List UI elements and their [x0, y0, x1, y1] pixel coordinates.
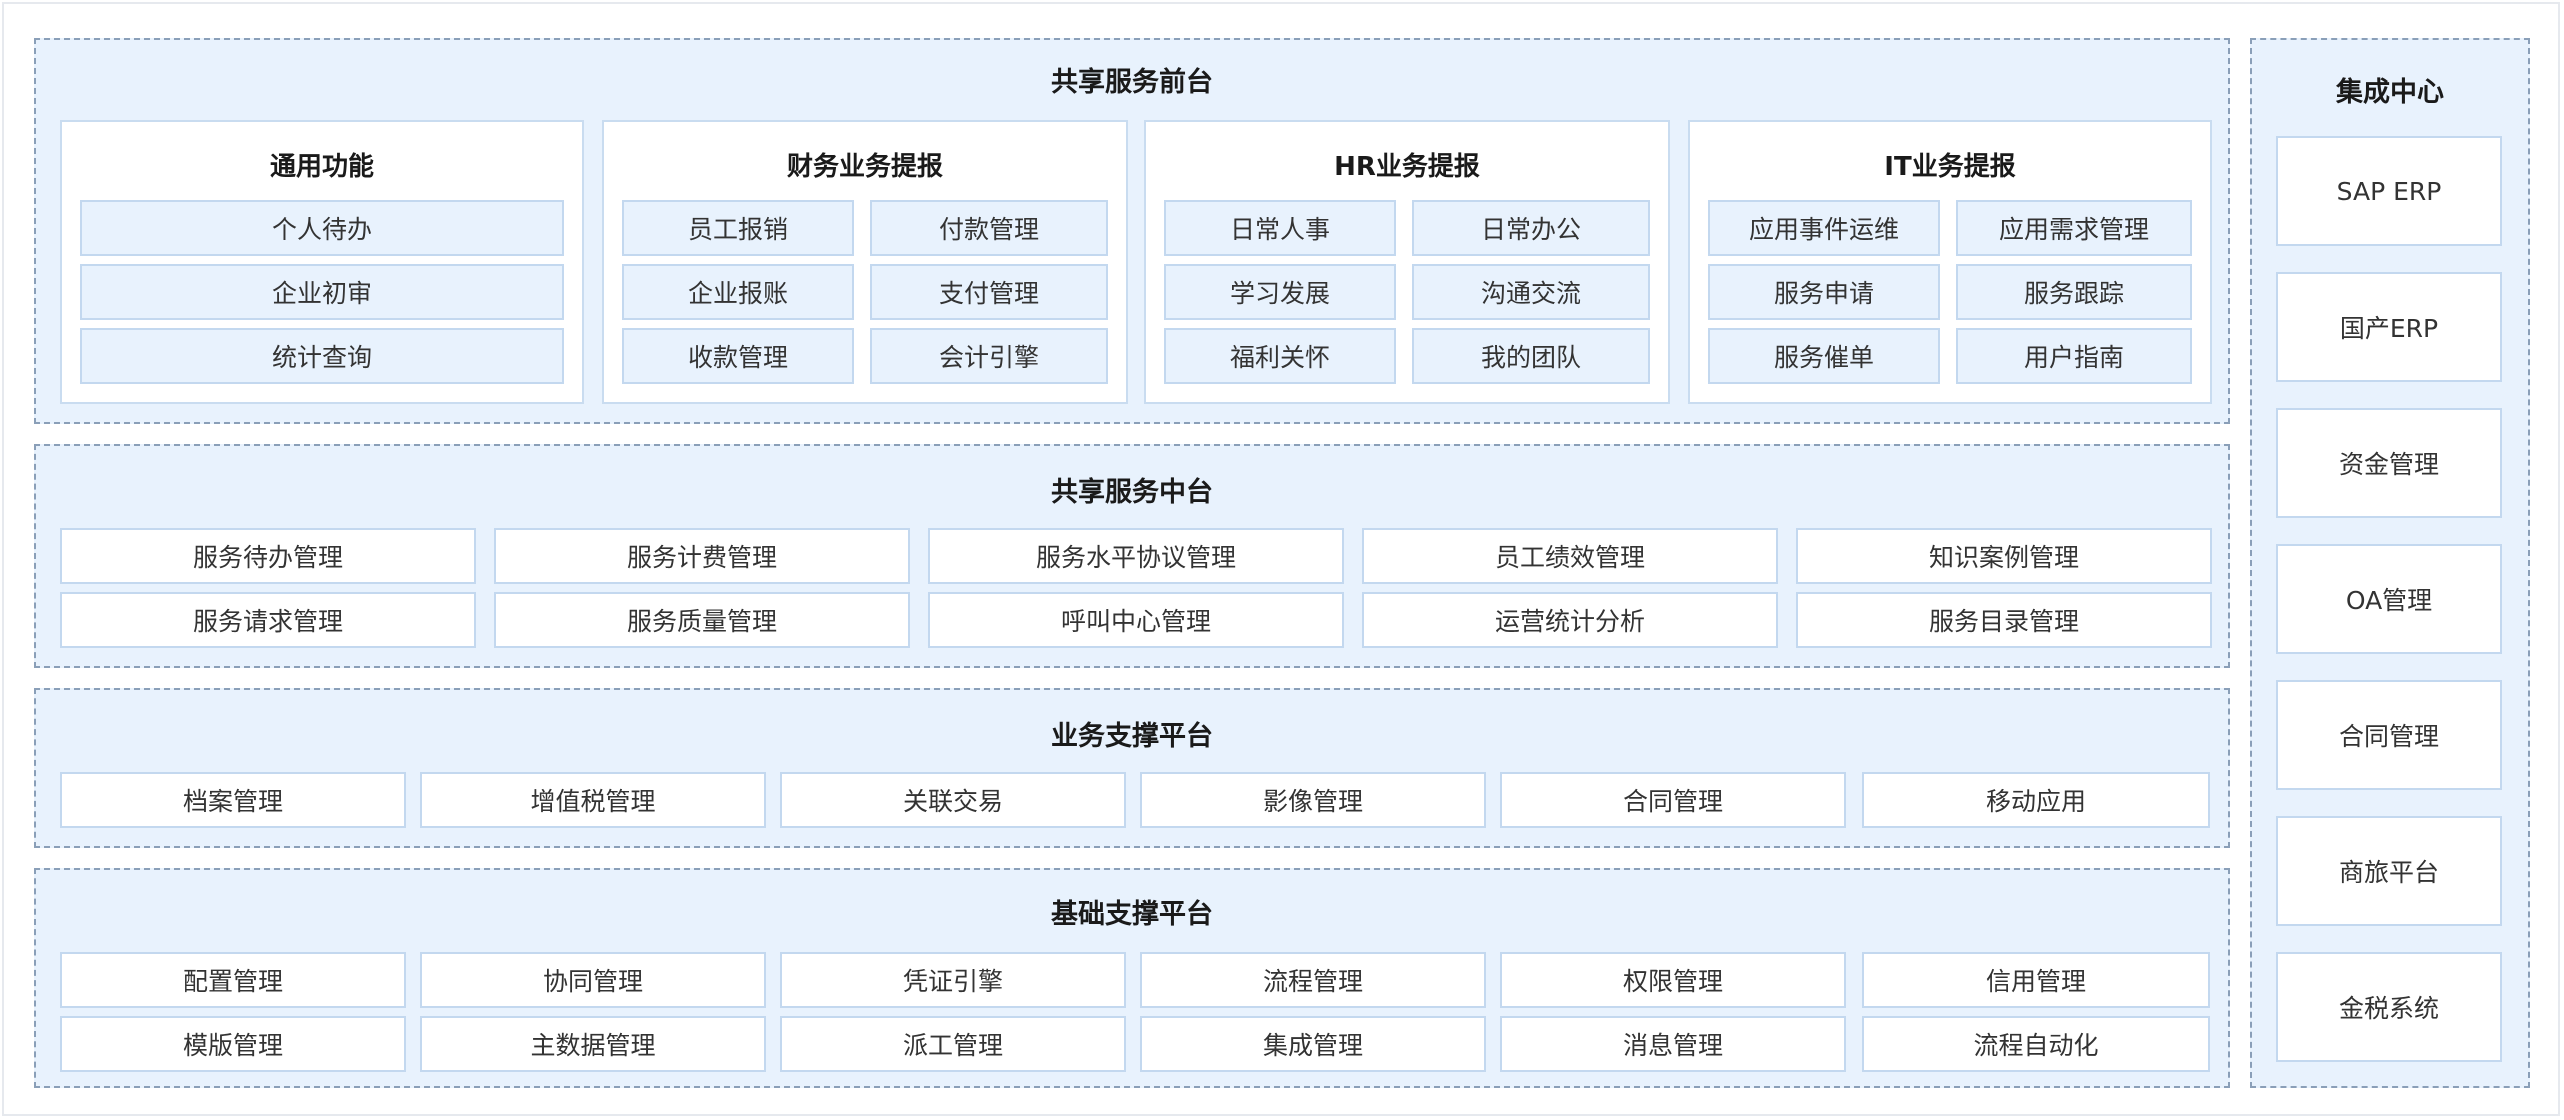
module-item[interactable]: 影像管理 [1140, 772, 1486, 828]
hr-submission-card: HR业务提报 日常人事 日常办公 学习发展 沟通交流 福利关怀 我的团队 [1144, 120, 1670, 404]
module-item[interactable]: 应用事件运维 [1708, 200, 1940, 256]
module-item[interactable]: 员工绩效管理 [1362, 528, 1778, 584]
module-item[interactable]: 学习发展 [1164, 264, 1396, 320]
integration-item[interactable]: 合同管理 [2276, 680, 2502, 790]
module-item[interactable]: 沟通交流 [1412, 264, 1650, 320]
module-item[interactable]: 用户指南 [1956, 328, 2192, 384]
module-item[interactable]: 付款管理 [870, 200, 1108, 256]
integration-item[interactable]: 商旅平台 [2276, 816, 2502, 926]
module-item[interactable]: 收款管理 [622, 328, 854, 384]
module-item[interactable]: 福利关怀 [1164, 328, 1396, 384]
module-item[interactable]: 服务催单 [1708, 328, 1940, 384]
module-item[interactable]: 统计查询 [80, 328, 564, 384]
module-item[interactable]: 信用管理 [1862, 952, 2210, 1008]
module-item[interactable]: 企业初审 [80, 264, 564, 320]
module-item[interactable]: 我的团队 [1412, 328, 1650, 384]
module-item[interactable]: 增值税管理 [420, 772, 766, 828]
module-item[interactable]: 应用需求管理 [1956, 200, 2192, 256]
base-support-title: 基础支撑平台 [1051, 899, 1213, 930]
module-item[interactable]: 会计引擎 [870, 328, 1108, 384]
module-item[interactable]: 凭证引擎 [780, 952, 1126, 1008]
general-functions-title: 通用功能 [269, 152, 374, 182]
module-item[interactable]: 协同管理 [420, 952, 766, 1008]
module-item[interactable]: 服务水平协议管理 [928, 528, 1344, 584]
module-item[interactable]: 支付管理 [870, 264, 1108, 320]
general-functions-card: 通用功能 个人待办 企业初审 统计查询 [60, 120, 584, 404]
module-item[interactable]: 服务计费管理 [494, 528, 910, 584]
business-support-panel: 业务支撑平台 档案管理 增值税管理 关联交易 影像管理 合同管理 移动应用 [34, 688, 2230, 848]
module-item[interactable]: 服务申请 [1708, 264, 1940, 320]
module-item[interactable]: 服务请求管理 [60, 592, 476, 648]
front-office-title: 共享服务前台 [1051, 67, 1213, 98]
module-item[interactable]: 日常办公 [1412, 200, 1650, 256]
module-item[interactable]: 流程自动化 [1862, 1016, 2210, 1072]
module-item[interactable]: 派工管理 [780, 1016, 1126, 1072]
module-item[interactable]: 消息管理 [1500, 1016, 1846, 1072]
it-submission-title: IT业务提报 [1884, 152, 2016, 182]
module-item[interactable]: 合同管理 [1500, 772, 1846, 828]
module-item[interactable]: 服务待办管理 [60, 528, 476, 584]
integration-item[interactable]: OA管理 [2276, 544, 2502, 654]
middle-office-panel: 共享服务中台 服务待办管理 服务计费管理 服务水平协议管理 员工绩效管理 知识案… [34, 444, 2230, 668]
finance-submission-card: 财务业务提报 员工报销 付款管理 企业报账 支付管理 收款管理 会计引擎 [602, 120, 1128, 404]
module-item[interactable]: 移动应用 [1862, 772, 2210, 828]
module-item[interactable]: 关联交易 [780, 772, 1126, 828]
module-item[interactable]: 个人待办 [80, 200, 564, 256]
module-item[interactable]: 员工报销 [622, 200, 854, 256]
module-item[interactable]: 主数据管理 [420, 1016, 766, 1072]
finance-submission-title: 财务业务提报 [786, 152, 943, 182]
module-item[interactable]: 档案管理 [60, 772, 406, 828]
module-item[interactable]: 服务质量管理 [494, 592, 910, 648]
integration-center-title: 集成中心 [2336, 77, 2444, 108]
module-item[interactable]: 流程管理 [1140, 952, 1486, 1008]
module-item[interactable]: 服务目录管理 [1796, 592, 2212, 648]
module-item[interactable]: 服务跟踪 [1956, 264, 2192, 320]
integration-item[interactable]: SAP ERP [2276, 136, 2502, 246]
module-item[interactable]: 企业报账 [622, 264, 854, 320]
module-item[interactable]: 集成管理 [1140, 1016, 1486, 1072]
hr-submission-title: HR业务提报 [1334, 152, 1480, 182]
module-item[interactable]: 呼叫中心管理 [928, 592, 1344, 648]
module-item[interactable]: 权限管理 [1500, 952, 1846, 1008]
module-item[interactable]: 运营统计分析 [1362, 592, 1778, 648]
module-item[interactable]: 知识案例管理 [1796, 528, 2212, 584]
front-office-panel: 共享服务前台 通用功能 个人待办 企业初审 统计查询 财务业务提报 员工报销 付… [34, 38, 2230, 424]
module-item[interactable]: 日常人事 [1164, 200, 1396, 256]
middle-office-title: 共享服务中台 [1051, 477, 1213, 508]
module-item[interactable]: 模版管理 [60, 1016, 406, 1072]
base-support-panel: 基础支撑平台 配置管理 协同管理 凭证引擎 流程管理 权限管理 信用管理 模版管… [34, 868, 2230, 1088]
integration-item[interactable]: 金税系统 [2276, 952, 2502, 1062]
integration-item[interactable]: 国产ERP [2276, 272, 2502, 382]
module-item[interactable]: 配置管理 [60, 952, 406, 1008]
integration-item[interactable]: 资金管理 [2276, 408, 2502, 518]
business-support-title: 业务支撑平台 [1051, 721, 1213, 752]
it-submission-card: IT业务提报 应用事件运维 应用需求管理 服务申请 服务跟踪 服务催单 用户指南 [1688, 120, 2212, 404]
